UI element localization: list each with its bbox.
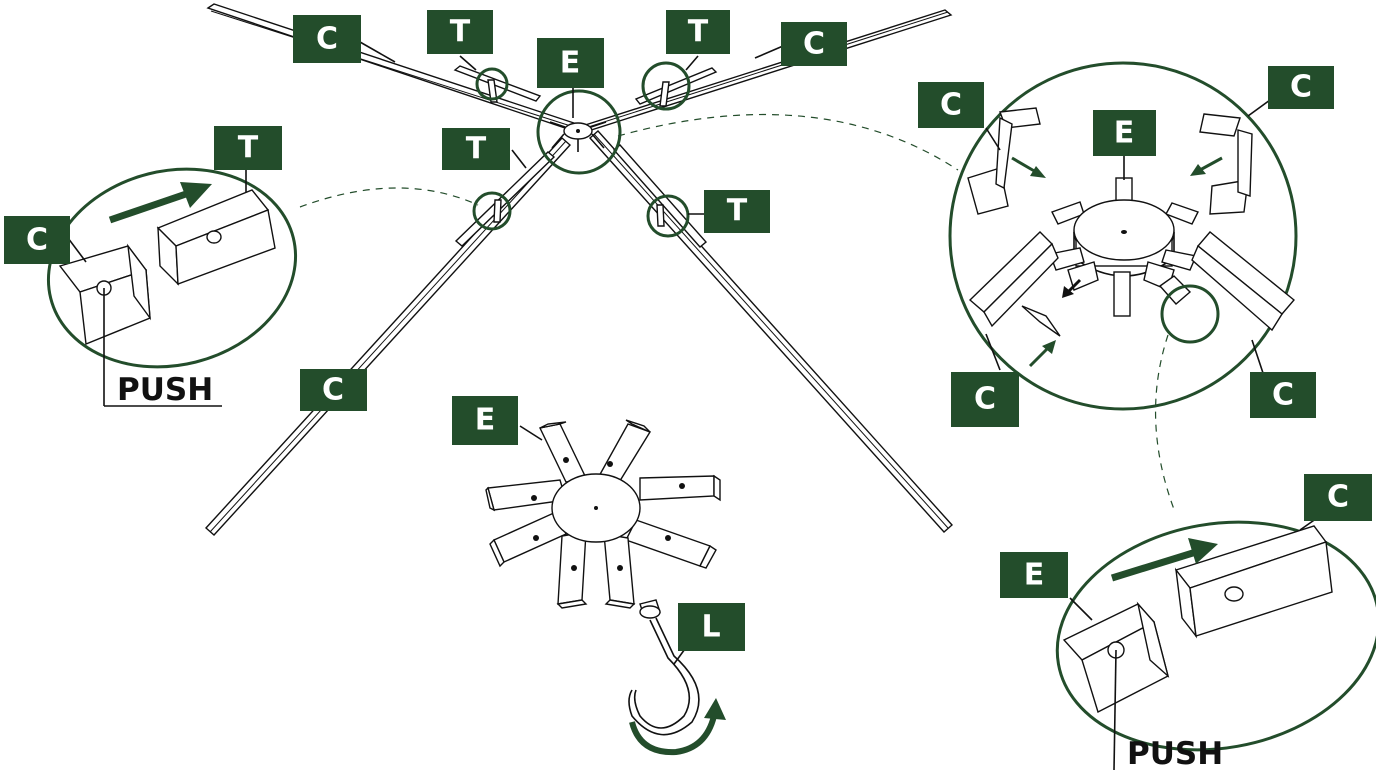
svg-text:C: C — [316, 22, 338, 57]
svg-text:T: T — [688, 15, 709, 50]
inset-hub — [1049, 177, 1199, 317]
label-t-inset-left: T — [214, 126, 282, 170]
svg-text:C: C — [803, 27, 825, 62]
inset-left-t-tube — [156, 189, 276, 286]
leg-upper-left — [206, 3, 582, 132]
inset-br-e-tube — [1062, 601, 1170, 714]
svg-text:C: C — [974, 382, 996, 417]
label-e-inset-bottom-right: E — [1000, 552, 1068, 598]
inset-right — [948, 61, 1298, 411]
label-c-inset-right-br: C — [1250, 372, 1316, 418]
hub-small — [549, 121, 607, 152]
inset-right-arms — [967, 107, 1296, 337]
inset-left-c-tube — [58, 243, 151, 345]
label-e-top: E — [537, 38, 604, 88]
svg-text:E: E — [475, 403, 496, 438]
inset-br-c-tube — [1174, 525, 1333, 639]
svg-text:C: C — [26, 223, 48, 258]
label-e-inset-right: E — [1093, 110, 1156, 156]
callout-circle-ll — [472, 191, 512, 231]
callout-circle-inset-right — [1160, 284, 1220, 344]
brace-upper-left — [453, 65, 542, 103]
callout-circle-lr — [646, 194, 690, 238]
label-c-inset-right-tr: C — [1268, 66, 1334, 109]
callout-circle-ul — [475, 67, 509, 101]
brace-lower-right — [612, 144, 708, 248]
label-badges: C T E T C T T C — [4, 10, 1372, 651]
label-c-top-right: C — [781, 22, 847, 66]
callout-circle-hub — [536, 89, 622, 175]
connector-left — [299, 187, 479, 208]
label-c-inset-right-bl: C — [951, 372, 1019, 427]
svg-text:C: C — [322, 373, 344, 408]
arrow-right-icon — [108, 182, 212, 224]
callout-circle-ur — [641, 61, 691, 111]
frame-leaders — [359, 41, 784, 215]
svg-text:T: T — [450, 15, 471, 50]
leg-lower-left — [205, 137, 571, 536]
label-l-hook: L — [678, 603, 745, 651]
svg-text:C: C — [1327, 480, 1349, 515]
hook-icon — [628, 599, 700, 736]
label-c-inset-bottom-right: C — [1304, 474, 1372, 521]
svg-text:T: T — [727, 194, 748, 229]
svg-text:C: C — [940, 88, 962, 123]
label-t-top-left: T — [427, 10, 493, 54]
leg-lower-right — [589, 130, 953, 533]
rotate-arrow-icon — [629, 698, 726, 756]
inset-left — [46, 167, 298, 407]
connector-bottom-right — [1154, 334, 1176, 513]
label-t-mid-right: T — [704, 190, 770, 233]
label-e-hub: E — [452, 396, 518, 445]
label-t-mid-left: T — [442, 128, 510, 170]
push-label-left: PUSH — [117, 372, 213, 408]
connector-right — [617, 113, 959, 171]
svg-text:E: E — [560, 46, 581, 81]
svg-text:T: T — [238, 131, 259, 166]
label-c-inset-right-tl: C — [918, 82, 984, 128]
leg-upper-right — [577, 9, 953, 133]
svg-text:E: E — [1024, 558, 1045, 593]
svg-text:T: T — [466, 132, 487, 167]
svg-text:E: E — [1114, 116, 1135, 151]
svg-text:L: L — [701, 610, 720, 645]
label-c-inset-left: C — [4, 216, 70, 264]
arrow-right-icon — [1110, 538, 1218, 582]
hub-assembly — [485, 419, 726, 756]
label-c-top-left: C — [293, 15, 361, 63]
label-c-lower-left: C — [300, 369, 367, 411]
frame-assembly — [205, 3, 953, 536]
inset-bottom-right — [1055, 515, 1376, 770]
svg-text:C: C — [1290, 70, 1312, 105]
svg-text:C: C — [1272, 378, 1294, 413]
arrow-icons-inset-right — [1011, 156, 1223, 368]
push-label-right: PUSH — [1127, 736, 1223, 770]
brace-upper-right — [634, 67, 718, 107]
label-t-top-right: T — [666, 10, 730, 54]
